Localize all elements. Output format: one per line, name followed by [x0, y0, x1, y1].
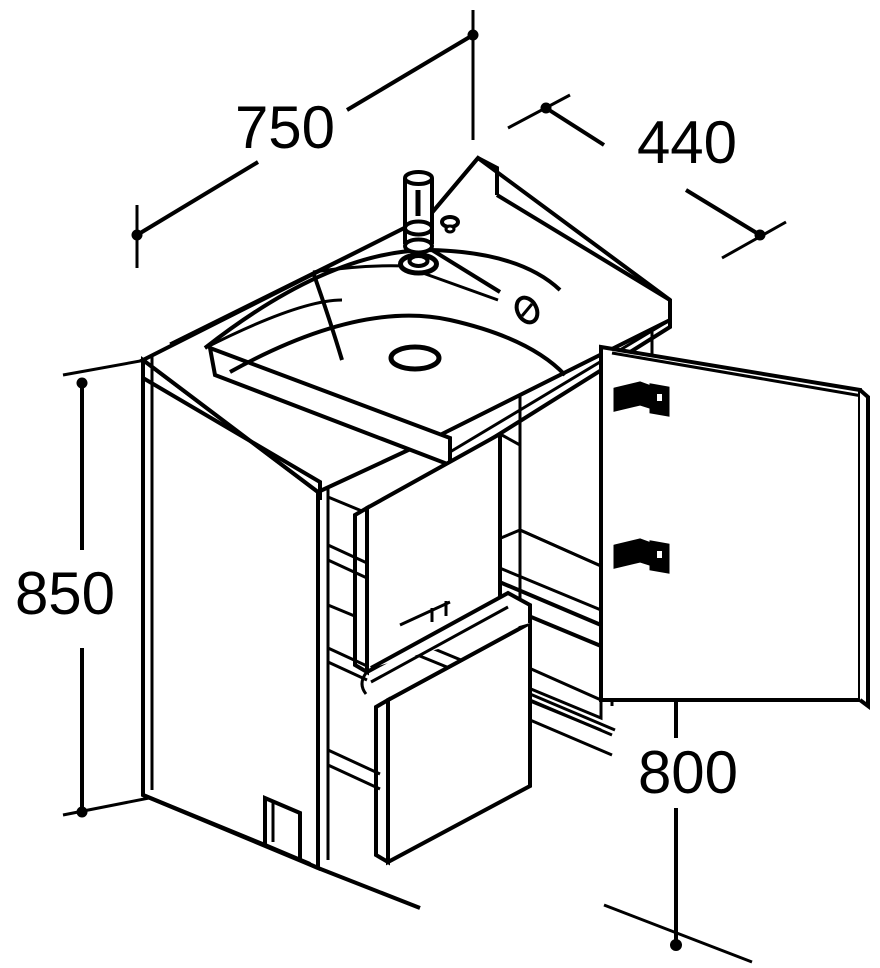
countertop-right-front-edge: [448, 300, 672, 467]
drawer-lower: [327, 590, 613, 866]
drawer-lower-rail-a: [327, 748, 381, 776]
faucet-top-cap: [403, 170, 434, 186]
drawer-upper-handle-recess: [399, 600, 451, 627]
drawer-lower-box-right-edge-2: [529, 718, 613, 757]
shelf-outline-upper: [327, 527, 603, 721]
faucet-collar-mid: [403, 237, 434, 255]
basin-bowl-front-curve: [229, 313, 567, 377]
geometry-group: [62, 10, 870, 964]
countertop-rear-right-corner: [477, 156, 499, 195]
drawer-upper-box-right: [499, 432, 522, 530]
dim-440-line-a: [544, 106, 606, 147]
dim-750-line-b: [345, 33, 475, 112]
countertop-rear-right-edge: [495, 193, 672, 302]
dim-750-dot-right: [467, 29, 479, 41]
right-door: [599, 344, 870, 710]
drawer-upper-top-corner: [487, 432, 501, 443]
faucet: [398, 170, 502, 302]
door-hinge-lower: [613, 538, 670, 574]
drawer-upper-front-thickness: [353, 504, 369, 676]
dimension-label-750: 750: [235, 94, 335, 161]
overflow-hole-icon: [514, 295, 540, 325]
plinth: [142, 793, 319, 870]
faucet-base-inner: [407, 254, 430, 268]
dim-440-dot-lower: [754, 229, 766, 241]
shelf-top-face-rear: [482, 573, 602, 627]
hinge-upper-screw-slot: [655, 392, 664, 403]
shelf-interior-lower-edge: [529, 692, 616, 732]
dim-750-line-a: [135, 160, 260, 237]
dim-440-dot-upper: [540, 102, 552, 114]
drawer-upper-rail-d: [327, 660, 368, 682]
countertop-apron-lower: [214, 373, 451, 467]
door-top-thickness: [611, 351, 869, 399]
drawer-lower-top-corner: [517, 621, 531, 632]
countertop-rear-rise: [428, 156, 480, 217]
drawer-lower-front-thickness: [374, 696, 390, 866]
dim-440-ext-lower: [721, 220, 787, 260]
countertop-left-return: [141, 360, 322, 500]
dim-440-ext-upper: [507, 93, 571, 130]
dim-850-dot-top: [76, 377, 88, 389]
drawer-lower-rail-left-round: [360, 672, 368, 695]
drawer-lower-top-rail: [370, 590, 532, 670]
door-hinge-upper: [613, 381, 670, 417]
drawer-upper-rail-a: [327, 543, 368, 565]
dimension-label-850: 850: [15, 560, 115, 627]
drain-hole-icon: [388, 344, 442, 372]
hinge-lower-screw-slot: [655, 549, 664, 560]
basin-bowl-left-wall: [311, 271, 344, 361]
drawer-upper-top-thickness: [354, 439, 489, 517]
dim-440-line-b: [684, 188, 762, 237]
countertop-front-thickness-line: [449, 318, 671, 454]
dim-850-dot-bottom: [76, 806, 88, 818]
dimension-440: [507, 93, 787, 260]
countertop-rear-deck-inner: [169, 213, 431, 346]
dimension-850: [62, 350, 191, 818]
drawer-upper: [327, 430, 522, 682]
dim-800-dot-bottom: [670, 939, 682, 951]
plinth-bottom-edge: [264, 843, 311, 866]
faucet-collar-upper: [403, 219, 434, 237]
carcass-interior-lines: [519, 528, 603, 610]
overflow-slot-line: [520, 303, 534, 317]
drawer-upper-rail-c: [327, 646, 368, 668]
drawer-upper-rail-b: [327, 558, 368, 580]
basin-rim-left-inner: [204, 298, 343, 350]
interior-shelf-edge: [519, 528, 602, 568]
drawer-lower-rail-underside: [370, 605, 509, 684]
door-free-edge-thickness: [858, 388, 870, 710]
dimension-label-440: 440: [637, 109, 737, 176]
drawer-lower-box-right-edge: [529, 698, 613, 737]
faucet-auxiliary-hole-inner: [444, 224, 456, 234]
dimension-label-800: 800: [638, 739, 738, 806]
carcass-bottom-front: [317, 866, 421, 910]
dimension-750: [131, 10, 479, 268]
faucet-spout-arm-lower: [419, 270, 499, 302]
drawer-lower-rail-b: [327, 763, 381, 791]
dim-750-dot-left: [131, 229, 143, 241]
drawer-lower-top-thickness: [375, 628, 519, 709]
faucet-spout-arm: [430, 248, 502, 294]
